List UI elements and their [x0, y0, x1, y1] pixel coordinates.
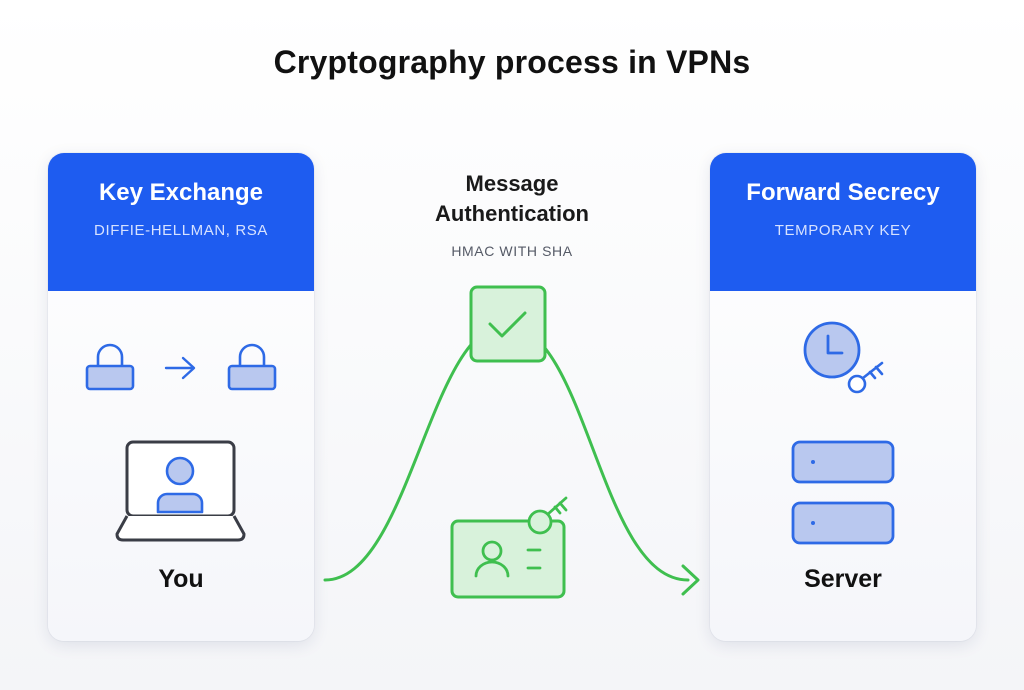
message-authentication-title: Message Authentication [435, 171, 589, 226]
page-title: Cryptography process in VPNs [273, 44, 751, 80]
padlock-icon [85, 343, 135, 391]
forward-secrecy-title: Forward Secrecy [746, 179, 940, 206]
key-exchange-header: Key Exchange DIFFIE-HELLMAN, RSA [48, 153, 314, 291]
check-badge-icon [469, 285, 547, 363]
server-icon [791, 440, 895, 545]
key-exchange-title: Key Exchange [98, 179, 264, 206]
forward-secrecy-subtitle: TEMPORARY KEY [774, 222, 912, 239]
arrow-right-icon [164, 356, 196, 380]
key-exchange-illustration [85, 343, 277, 542]
message-authentication-subtitle: HMAC WITH SHA [451, 243, 573, 259]
laptop-user-icon [115, 440, 246, 542]
padlock-icon [227, 343, 277, 391]
key-exchange-card: Key Exchange DIFFIE-HELLMAN, RSA You [48, 153, 314, 641]
key-icon [847, 361, 884, 394]
flow-arrowhead [681, 564, 700, 596]
key-exchange-subtitle: DIFFIE-HELLMAN, RSA [94, 222, 268, 239]
server-label: Server [804, 565, 882, 593]
forward-secrecy-card: Forward Secrecy TEMPORARY KEY Server [710, 153, 976, 641]
you-label: You [158, 565, 204, 593]
clock-icon [803, 321, 861, 379]
forward-secrecy-header: Forward Secrecy TEMPORARY KEY [710, 153, 976, 291]
id-card-key-icon [450, 496, 568, 599]
forward-secrecy-illustration [791, 321, 895, 545]
